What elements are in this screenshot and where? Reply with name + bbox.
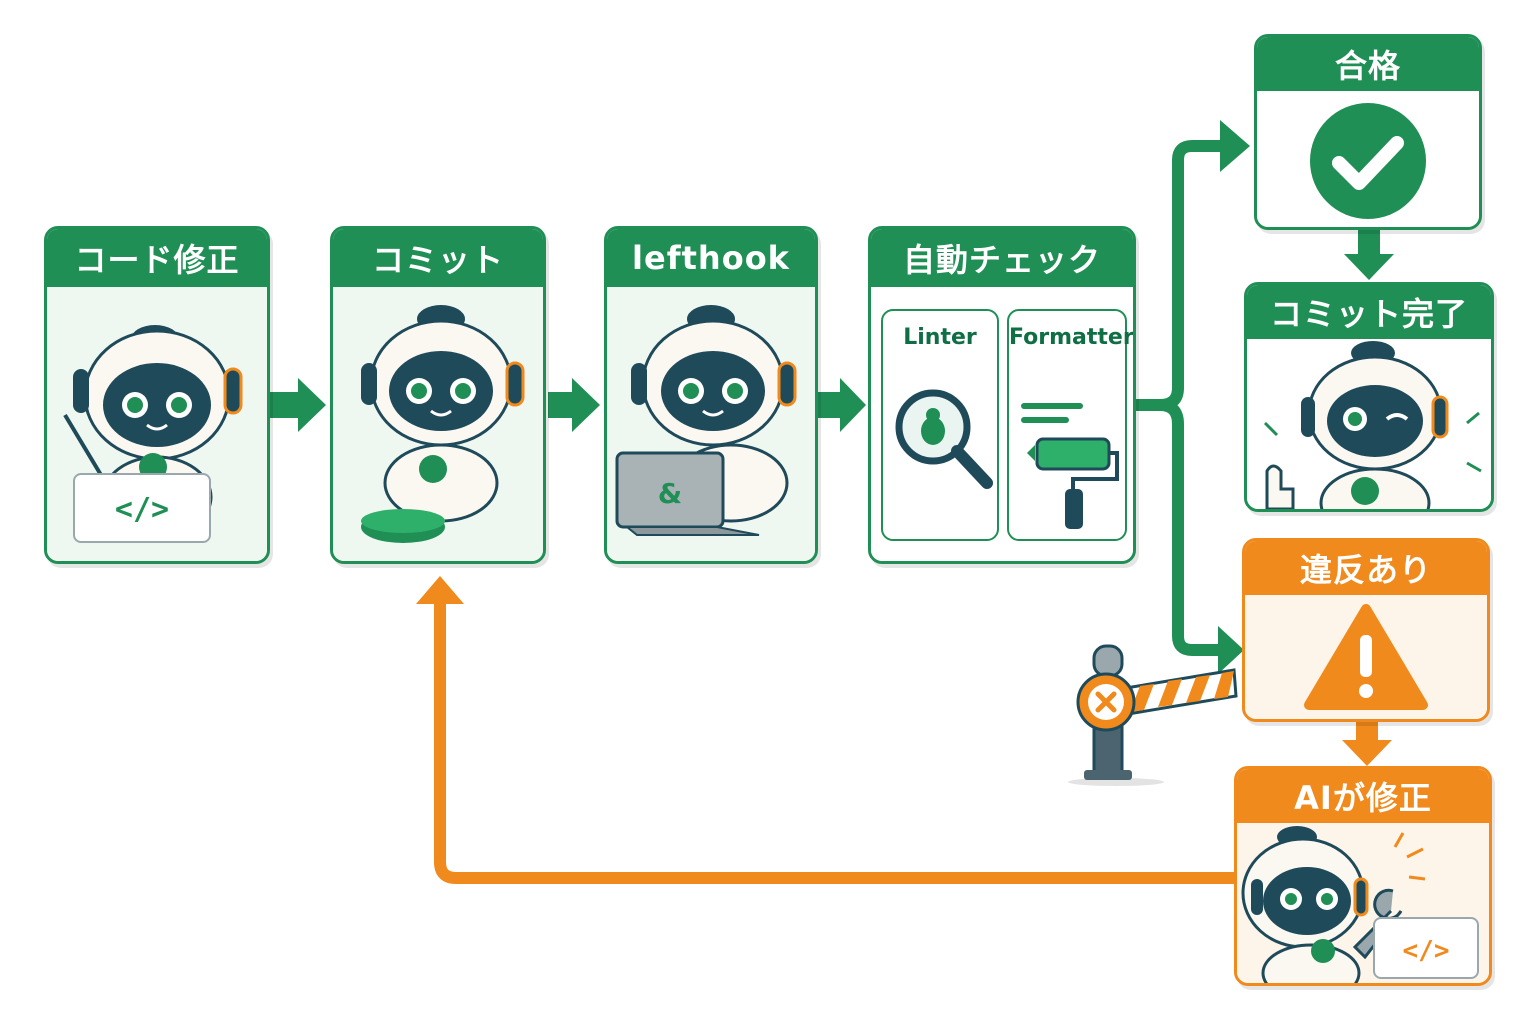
- code-icon: </>: [73, 473, 211, 543]
- formatter-panel: Formatter: [1007, 309, 1134, 541]
- arrow-lefthook-to-check: [818, 378, 866, 432]
- step-code-edit-title: コード修正: [47, 229, 267, 287]
- outcome-ai-fix-title: AIが修正: [1237, 769, 1489, 823]
- step-auto-check: 自動チェック Linter Formatter: [868, 226, 1136, 564]
- outcome-violation-title: 違反あり: [1245, 541, 1487, 595]
- arrow-edit-to-commit: [270, 378, 326, 432]
- svg-text:&: &: [658, 477, 682, 510]
- step-auto-check-title: 自動チェック: [871, 229, 1133, 287]
- bug-magnifier-icon: [895, 389, 993, 489]
- barrier-icon: [1068, 644, 1238, 786]
- arrow-commit-to-lefthook: [548, 378, 600, 432]
- check-circle-icon: [1310, 103, 1426, 219]
- svg-text:</>: </>: [1403, 936, 1450, 966]
- arrow-violation-to-aifix: [1342, 740, 1392, 766]
- wrench-icon: [1352, 888, 1403, 960]
- paint-roller-icon: [1021, 403, 1119, 529]
- branch-to-pass: [1130, 140, 1228, 411]
- arrow-pass-to-done: [1344, 254, 1394, 280]
- step-lefthook: lefthook &: [604, 226, 818, 564]
- linter-label: Linter: [903, 325, 977, 350]
- outcome-ai-fix: AIが修正 </>: [1234, 766, 1492, 986]
- outcome-commit-done: コミット完了: [1244, 282, 1494, 512]
- laptop-icon: &: [613, 449, 763, 539]
- code-icon: </>: [1373, 917, 1479, 979]
- outcome-pass: 合格: [1254, 34, 1482, 230]
- linter-panel: Linter: [881, 309, 999, 541]
- formatter-label: Formatter: [1009, 325, 1134, 350]
- outcome-commit-done-title: コミット完了: [1247, 285, 1491, 339]
- branch-to-violation: [1130, 399, 1228, 656]
- step-commit-title: コミット: [333, 229, 543, 287]
- robot-icon: [631, 305, 797, 523]
- robot-icon: [361, 305, 525, 543]
- svg-text:</>: </>: [115, 492, 169, 527]
- arrow-aifix-back-to-commit: [434, 602, 1234, 884]
- step-commit: コミット: [330, 226, 546, 564]
- outcome-pass-title: 合格: [1257, 37, 1479, 91]
- robot-icon: [1241, 826, 1426, 983]
- warning-triangle-icon: [1304, 604, 1428, 710]
- step-code-edit: コード修正 </>: [44, 226, 270, 564]
- robot-icon: [1263, 341, 1482, 509]
- outcome-violation: 違反あり: [1242, 538, 1490, 722]
- robot-icon: [63, 325, 243, 539]
- step-lefthook-title: lefthook: [607, 229, 815, 287]
